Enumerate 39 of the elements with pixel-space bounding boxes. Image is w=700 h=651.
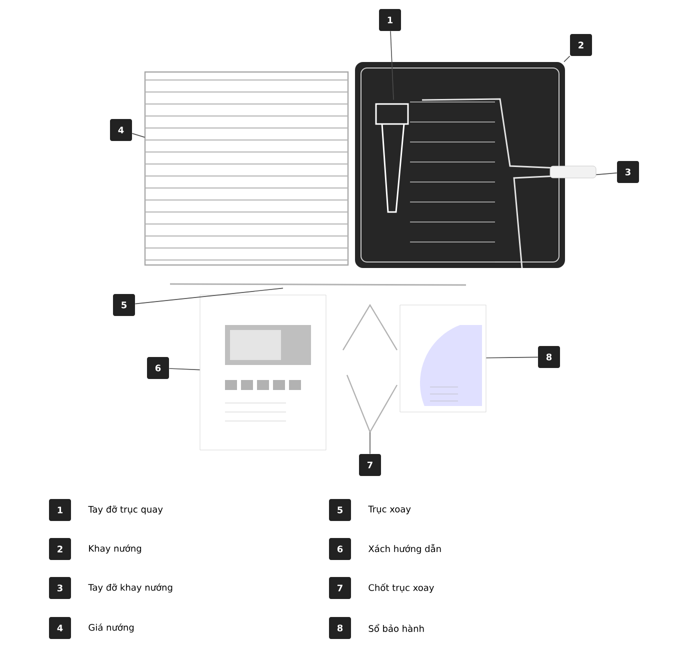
leader-line <box>596 172 618 176</box>
tray-handle-drawing <box>422 98 596 268</box>
leader-line <box>168 368 200 370</box>
warranty-booklet-drawing <box>400 304 486 412</box>
callout-number: 8 <box>329 617 351 639</box>
spit-holder-drawing <box>375 103 409 213</box>
item-label: Sổ bảo hành <box>368 624 424 632</box>
item-label: Chốt trục xoay <box>368 583 434 593</box>
callout-number: 6 <box>329 538 351 560</box>
item-label: Xách hướng dẫn <box>368 544 441 554</box>
callout-number: 4 <box>49 617 71 639</box>
callout-number: 3 <box>617 161 639 183</box>
item-label: Trục xoay <box>368 506 411 514</box>
item-label: Giá nướng <box>88 623 134 633</box>
leader-line <box>564 56 570 62</box>
callout-number: 1 <box>379 9 401 31</box>
leader-line <box>134 288 284 304</box>
callout-number: 7 <box>359 454 381 476</box>
callout-number: 2 <box>49 538 71 560</box>
fork-drawing <box>342 304 398 434</box>
callout-number: 5 <box>329 499 351 521</box>
callout-number: 4 <box>110 119 132 141</box>
callout-number: 3 <box>49 577 71 599</box>
callout-number: 2 <box>570 34 592 56</box>
item-label: Tay đỡ trục quay <box>88 506 163 514</box>
item-label: Khay nướng <box>89 544 142 554</box>
callout-number: 1 <box>49 499 71 521</box>
wire-rack-drawing <box>144 71 349 266</box>
callout-number: 6 <box>147 357 169 379</box>
callout-number: 7 <box>329 577 351 599</box>
callout-number: 5 <box>113 294 135 316</box>
leader-line <box>486 356 538 358</box>
baking-tray-drawing <box>355 62 565 268</box>
callout-number: 8 <box>538 346 560 368</box>
item-label: Tay đỡ khay nướng <box>88 583 172 593</box>
spit-rod-drawing <box>170 283 466 286</box>
leader-line <box>390 30 394 100</box>
leader-line <box>132 133 146 138</box>
manual-drawing <box>200 294 326 450</box>
